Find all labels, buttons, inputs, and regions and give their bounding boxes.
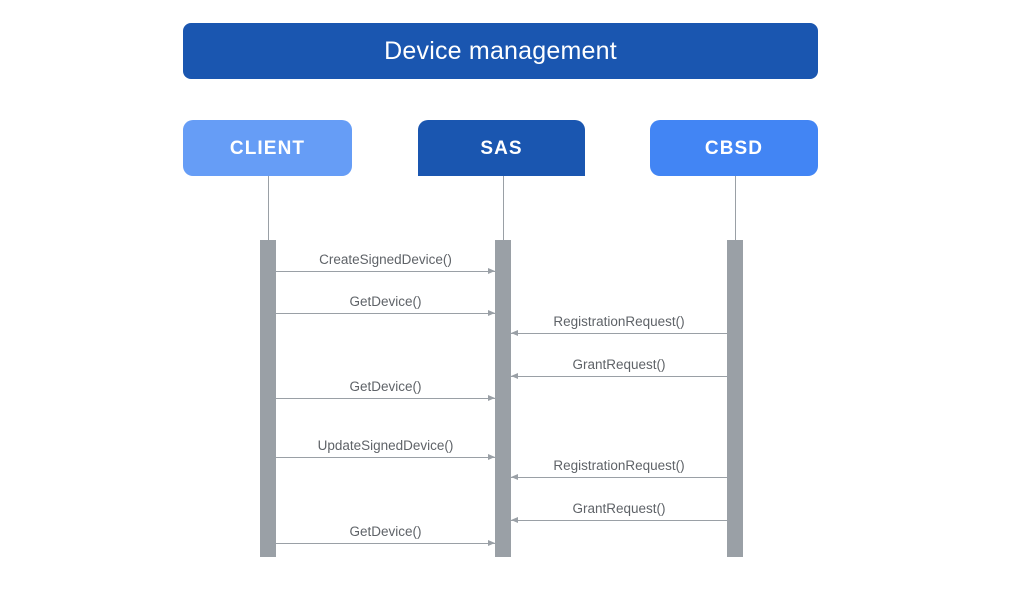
message-label: GrantRequest() [572, 500, 666, 516]
message-label: CreateSignedDevice() [319, 251, 452, 267]
participant-cbsd-label: CBSD [704, 137, 764, 159]
activation-bar-cbsd [727, 240, 743, 557]
lifeline-cbsd [735, 176, 736, 242]
participant-sas[interactable]: SAS [418, 120, 585, 176]
message-line [276, 457, 495, 458]
arrow-head-icon [511, 473, 518, 480]
message-3[interactable]: RegistrationRequest() [511, 314, 727, 336]
participant-cbsd[interactable]: CBSD [650, 120, 818, 176]
message-line [276, 398, 495, 399]
message-line [276, 271, 495, 272]
arrow-head-icon [488, 394, 495, 401]
participant-sas-label: SAS [480, 137, 523, 159]
diagram-title-text: Device management [384, 36, 617, 65]
message-label: GetDevice() [349, 523, 422, 539]
arrow-head-icon [488, 267, 495, 274]
activation-bar-client [260, 240, 276, 557]
message-1[interactable]: CreateSignedDevice() [276, 252, 495, 274]
message-label: RegistrationRequest() [553, 457, 685, 473]
message-line [511, 520, 727, 521]
message-6[interactable]: UpdateSignedDevice() [276, 438, 495, 460]
message-2[interactable]: GetDevice() [276, 294, 495, 316]
arrow-head-icon [488, 539, 495, 546]
message-label: UpdateSignedDevice() [317, 437, 454, 453]
activation-bar-sas [495, 240, 511, 557]
message-label: GetDevice() [349, 378, 422, 394]
message-5[interactable]: GetDevice() [276, 379, 495, 401]
message-8[interactable]: GrantRequest() [511, 501, 727, 523]
message-4[interactable]: GrantRequest() [511, 357, 727, 379]
message-line [511, 376, 727, 377]
diagram-title-bar: Device management [183, 23, 818, 79]
message-line [276, 313, 495, 314]
arrow-head-icon [488, 309, 495, 316]
message-9[interactable]: GetDevice() [276, 524, 495, 546]
message-7[interactable]: RegistrationRequest() [511, 458, 727, 480]
lifeline-sas [503, 176, 504, 242]
message-label: GrantRequest() [572, 356, 666, 372]
arrow-head-icon [488, 453, 495, 460]
message-label: GetDevice() [349, 293, 422, 309]
message-line [276, 543, 495, 544]
lifeline-client [268, 176, 269, 242]
participant-client-label: CLIENT [229, 137, 306, 159]
message-line [511, 477, 727, 478]
arrow-head-icon [511, 372, 518, 379]
arrow-head-icon [511, 516, 518, 523]
arrow-head-icon [511, 329, 518, 336]
participant-client[interactable]: CLIENT [183, 120, 352, 176]
message-line [511, 333, 727, 334]
message-label: RegistrationRequest() [553, 313, 685, 329]
